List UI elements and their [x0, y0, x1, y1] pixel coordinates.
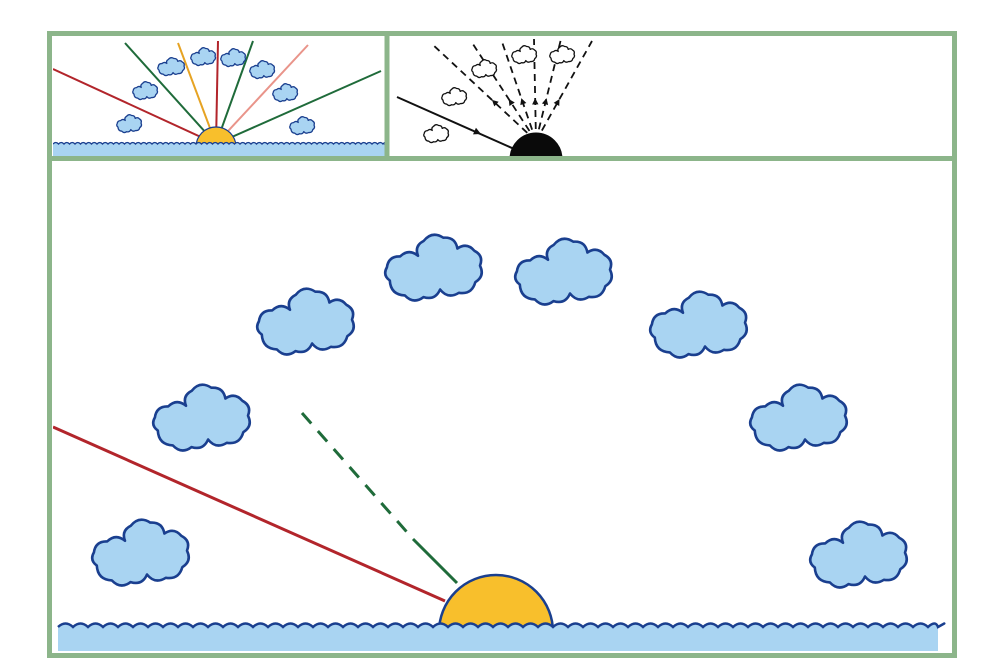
cloud-icon — [132, 81, 159, 101]
panel-dark-sun-scattering — [389, 37, 951, 156]
cloud-icon — [151, 383, 252, 452]
cloud-icon — [289, 116, 316, 136]
ray-icon — [411, 537, 459, 585]
cloud-icon — [383, 233, 484, 302]
cloud-icon — [249, 60, 276, 80]
panel-sunrise-rays — [53, 37, 385, 156]
sunrise-rays-illustration — [53, 40, 385, 156]
cloud-icon — [423, 124, 450, 144]
dark-sun-scattering-illustration — [396, 38, 593, 156]
arrow-icon — [541, 98, 549, 105]
cloud-icon — [220, 48, 247, 68]
cloud-icon — [441, 87, 468, 107]
sunset-main-illustration — [53, 233, 946, 651]
cloud-icon — [157, 56, 186, 77]
cloud-icon — [513, 237, 614, 306]
cloud-icon — [648, 290, 749, 359]
sun-icon — [509, 132, 563, 156]
cloud-icon — [471, 59, 498, 79]
cloud-icon — [90, 518, 191, 587]
ray-icon — [300, 412, 415, 540]
cloud-icon — [255, 287, 356, 356]
cloud-icon — [272, 83, 299, 103]
ray-icon — [396, 96, 522, 153]
cloud-icon — [511, 45, 538, 65]
cloud-icon — [808, 520, 909, 589]
cloud-icon — [748, 383, 849, 452]
cloud-icon — [549, 45, 576, 65]
cloud-icon — [190, 47, 217, 67]
arrow-icon — [520, 98, 527, 106]
arrow-icon — [508, 99, 515, 106]
cloud-icon — [116, 114, 143, 134]
water — [58, 623, 945, 651]
arrow-icon — [532, 98, 539, 105]
panel-sunset-main — [53, 161, 951, 651]
